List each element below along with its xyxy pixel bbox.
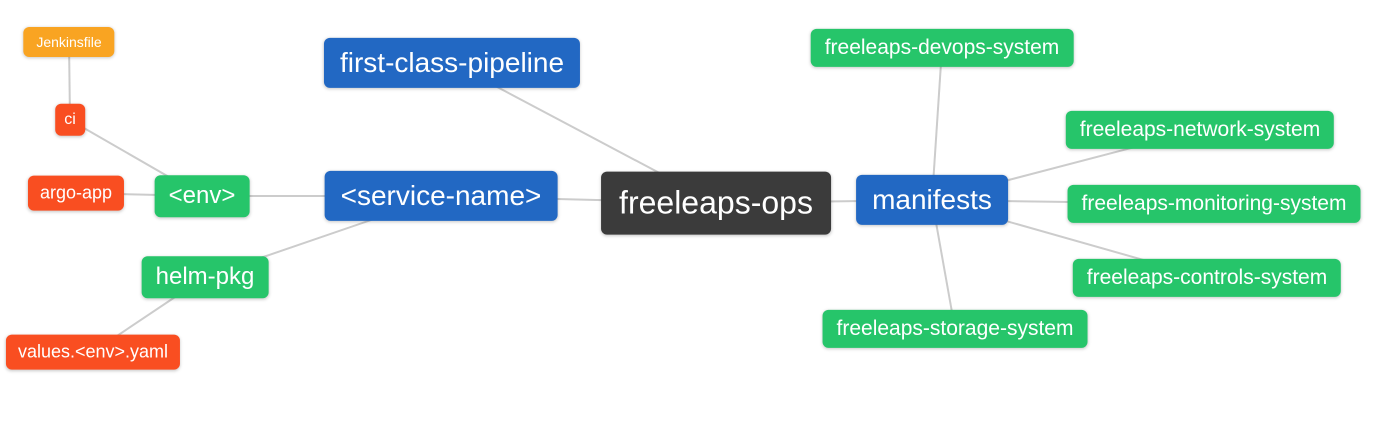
node-manifests[interactable]: manifests	[856, 174, 1008, 226]
node-values-env-yaml[interactable]: values.<env>.yaml	[5, 334, 181, 370]
node-freeleaps-monitoring-system[interactable]: freeleaps-monitoring-system	[1067, 184, 1361, 224]
node-freeleaps-storage-system[interactable]: freeleaps-storage-system	[822, 309, 1088, 349]
node-first-class-pipeline[interactable]: first-class-pipeline	[323, 37, 581, 89]
node-helm-pkg[interactable]: helm-pkg	[141, 256, 269, 298]
node-freeleaps-network-system[interactable]: freeleaps-network-system	[1065, 110, 1335, 150]
node-jenkinsfile[interactable]: Jenkinsfile	[23, 26, 115, 58]
node-env[interactable]: <env>	[154, 175, 250, 217]
node-service-name[interactable]: <service-name>	[324, 170, 558, 222]
node-freeleaps-devops-system[interactable]: freeleaps-devops-system	[810, 28, 1074, 68]
edge-manifests-freeleaps-devops-system	[931, 47, 943, 201]
node-ci[interactable]: ci	[55, 103, 85, 137]
node-freeleaps-ops[interactable]: freeleaps-ops	[601, 171, 831, 235]
node-freeleaps-controls-system[interactable]: freeleaps-controls-system	[1072, 258, 1342, 298]
node-argo-app[interactable]: argo-app	[27, 175, 125, 211]
